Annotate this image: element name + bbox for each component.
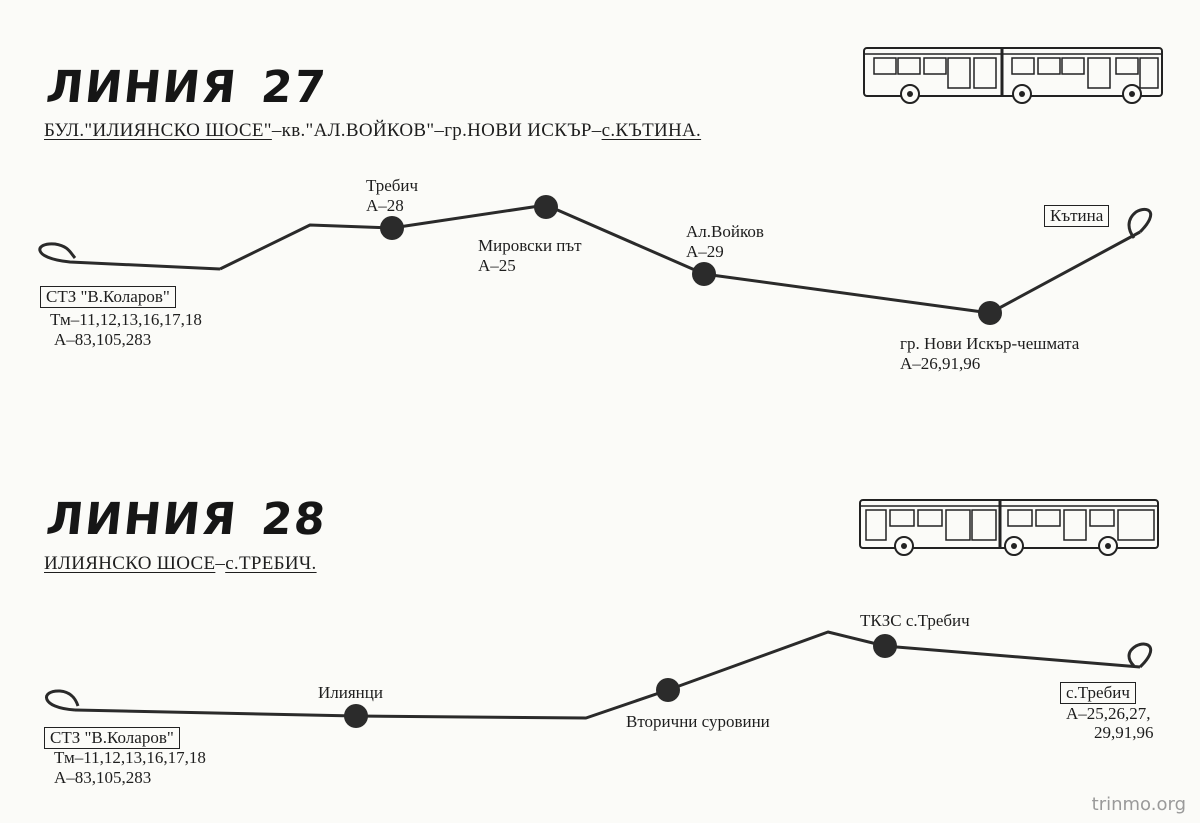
stop-marker-novi-iskar (978, 301, 1002, 325)
line-28-end-loop (1127, 642, 1153, 669)
line-27-route-part-2: –кв."АЛ.ВОЙКОВ"–гр.НОВИ ИСКЪР– (271, 120, 602, 141)
stop-marker-trebich (380, 216, 404, 240)
stop-label-tkzs-trebich: ТКЗС с.Требич (860, 611, 970, 630)
line-27-end-loop (1127, 207, 1153, 239)
line-28-end-connections-2: 29,91,96 (1094, 723, 1154, 742)
line-27-end-terminal: Кътина (1044, 205, 1110, 227)
stop-marker-vtorichni-surovini (656, 678, 680, 702)
line-28-route-description: ИЛИЯНСКО ШОСЕ–с.ТРЕБИЧ. (44, 553, 317, 575)
stop-label-iliyantsi: Илиянци (318, 683, 383, 702)
articulated-bus-icon (863, 47, 1163, 104)
stop-label-trebich: Требич (366, 176, 419, 195)
line-28-start-connections-bus: А–83,105,283 (54, 768, 152, 787)
line-28-end-connections-1: А–25,26,27, (1066, 704, 1151, 723)
line-27-start-connections-tram: Тм–11,12,13,16,17,18 (50, 310, 202, 329)
stop-connections-mirovski-pat: А–25 (478, 256, 516, 275)
line-28-route-path (74, 630, 1141, 720)
stop-label-al-voykov: Ал.Войков (686, 222, 764, 241)
stop-marker-iliyantsi (344, 704, 368, 728)
line-28-route-part-3: с.ТРЕБИЧ. (225, 553, 317, 574)
stop-marker-mirovski-pat (534, 195, 558, 219)
stop-connections-al-voykov: А–29 (686, 242, 724, 261)
stop-marker-al-voykov (692, 262, 716, 286)
line-27-route-part-3: с.КЪТИНА. (601, 120, 702, 141)
articulated-bus-icon (859, 499, 1159, 556)
stop-connections-novi-iskar: А–26,91,96 (900, 354, 981, 373)
stop-label-novi-iskar: гр. Нови Искър-чешмата (900, 334, 1080, 353)
line-28-end-terminal: с.Требич (1060, 682, 1136, 704)
line-28-start-loop (45, 689, 80, 712)
stop-label-mirovski-pat: Мировски път (478, 236, 582, 255)
line-27-start-terminal: СТЗ "В.Коларов" (40, 286, 176, 308)
stop-marker-tkzs-trebich (873, 634, 897, 658)
line-27-route-part-1: БУЛ."ИЛИЯНСКО ШОСЕ" (44, 120, 272, 141)
watermark: trinmo.org (1091, 794, 1186, 815)
line-28-route-part-2: – (215, 553, 226, 574)
line-28-start-connections-tram: Тм–11,12,13,16,17,18 (54, 748, 206, 767)
line-28-route-part-1: ИЛИЯНСКО ШОСЕ (44, 553, 216, 574)
line-28-start-terminal: СТЗ "В.Коларов" (44, 727, 180, 749)
stop-label-vtorichni-surovini: Вторични суровини (626, 712, 770, 731)
stop-connections-trebich: А–28 (366, 196, 404, 215)
line-27-start-loop (38, 242, 221, 271)
line-27-route-description: БУЛ."ИЛИЯНСКО ШОСЕ"–кв."АЛ.ВОЙКОВ"–гр.НО… (44, 120, 701, 142)
line-27-start-connections-bus: А–83,105,283 (54, 330, 152, 349)
